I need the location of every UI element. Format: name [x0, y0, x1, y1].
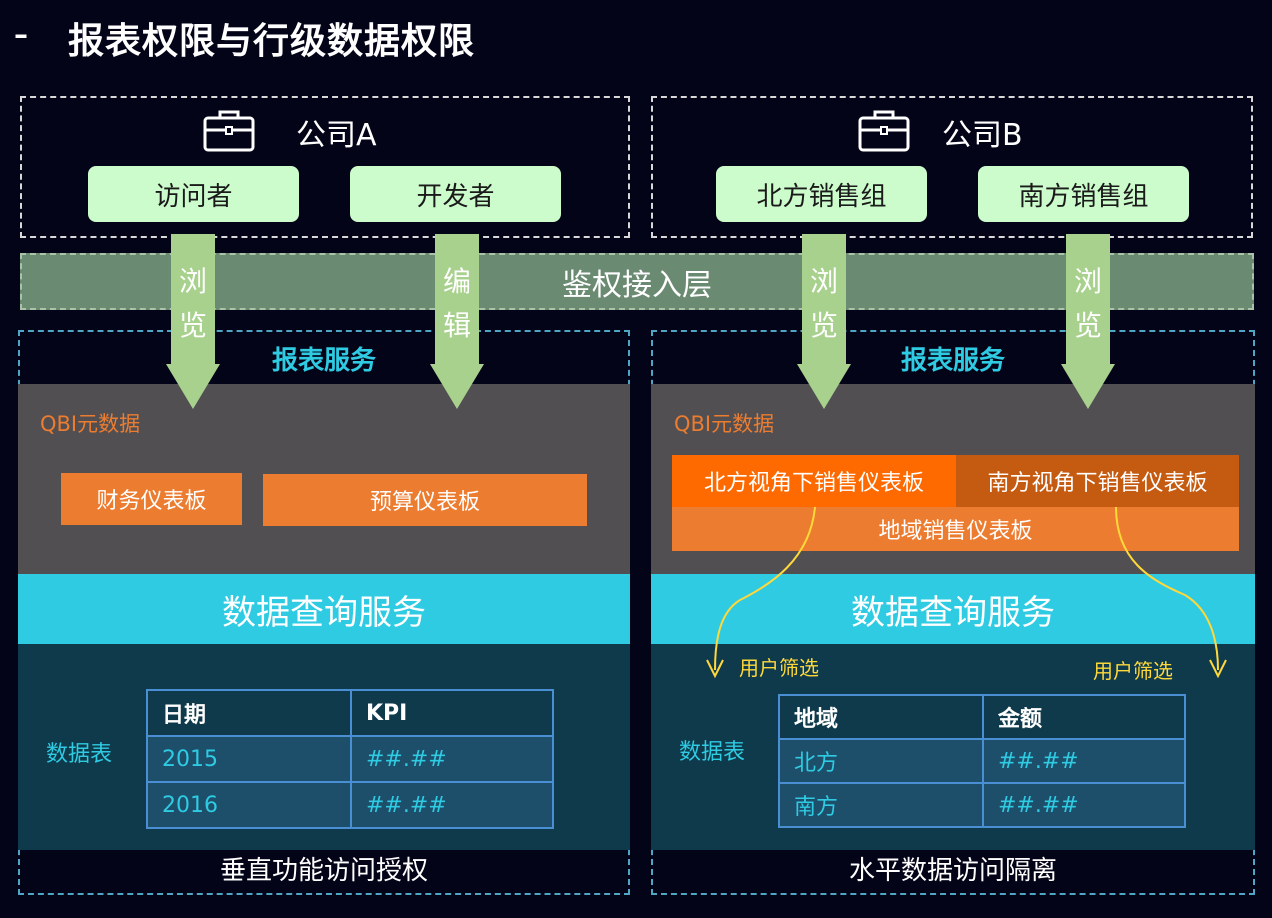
left-service-title: 报表服务 — [271, 346, 376, 376]
company-b-box — [651, 96, 1253, 238]
page-title: 报表权限与行级数据权限 — [68, 21, 476, 62]
role-developer: 开发者 — [350, 166, 561, 222]
down-arrow-browse-2 — [797, 234, 851, 409]
table-cell: ##.## — [350, 781, 554, 829]
table-header-cell: 金额 — [982, 694, 1186, 740]
role-north-sales: 北方销售组 — [716, 166, 927, 222]
table-row: 2016 ##.## — [146, 781, 554, 829]
arrow-label-browse-3: 浏览 — [1073, 265, 1102, 342]
right-service-title: 报表服务 — [900, 346, 1005, 376]
table-row: 日期 KPI — [146, 689, 554, 737]
arrow-label-browse-2: 浏览 — [809, 265, 838, 342]
briefcase-icon — [203, 110, 255, 152]
table-header-cell: 地域 — [778, 694, 984, 740]
arrow-label-edit: 编辑 — [442, 265, 471, 342]
company-a-box — [20, 96, 630, 238]
auth-layer: 鉴权接入层 — [20, 253, 1254, 310]
table-row: 2015 ##.## — [146, 735, 554, 783]
north-view-dashboard: 北方视角下销售仪表板 — [672, 455, 956, 507]
south-view-dashboard: 南方视角下销售仪表板 — [956, 455, 1239, 507]
table-cell: 2016 — [146, 781, 352, 829]
user-filter-left: 用户筛选 — [739, 656, 819, 680]
right-query-service: 数据查询服务 — [651, 574, 1255, 644]
company-b-name: 公司B — [942, 118, 1023, 153]
region-sales-dashboard: 地域销售仪表板 — [672, 507, 1239, 551]
down-arrow-edit — [430, 234, 484, 409]
right-footer: 水平数据访问隔离 — [848, 856, 1057, 886]
right-qbi-label: QBI元数据 — [674, 412, 775, 436]
table-cell: ##.## — [350, 735, 554, 783]
arrow-label-browse-1: 浏览 — [178, 265, 207, 342]
down-arrow-browse-3 — [1061, 234, 1115, 409]
left-qbi-label: QBI元数据 — [40, 412, 141, 436]
finance-dashboard: 财务仪表板 — [61, 473, 242, 525]
table-row: 北方 ##.## — [778, 738, 1186, 784]
left-table-label: 数据表 — [46, 742, 113, 767]
left-data-table: 日期 KPI 2015 ##.## 2016 ##.## — [146, 689, 554, 829]
role-visitor: 访问者 — [88, 166, 299, 222]
user-filter-right: 用户筛选 — [1093, 659, 1173, 683]
table-row: 地域 金额 — [778, 694, 1186, 740]
right-table-label: 数据表 — [679, 740, 746, 765]
table-cell: ##.## — [982, 738, 1186, 784]
left-query-service: 数据查询服务 — [18, 574, 630, 644]
right-data-table: 地域 金额 北方 ##.## 南方 ##.## — [778, 694, 1186, 828]
table-cell: ##.## — [982, 782, 1186, 828]
company-a-name: 公司A — [296, 118, 377, 153]
table-cell: 南方 — [778, 782, 984, 828]
briefcase-icon — [858, 110, 910, 152]
table-header-cell: KPI — [350, 689, 554, 737]
table-row: 南方 ##.## — [778, 782, 1186, 828]
title-dash: – — [14, 18, 28, 51]
table-cell: 北方 — [778, 738, 984, 784]
table-cell: 2015 — [146, 735, 352, 783]
budget-dashboard: 预算仪表板 — [263, 474, 587, 526]
table-header-cell: 日期 — [146, 689, 352, 737]
left-footer: 垂直功能访问授权 — [219, 856, 428, 886]
role-south-sales: 南方销售组 — [978, 166, 1189, 222]
down-arrow-browse-1 — [166, 234, 220, 409]
